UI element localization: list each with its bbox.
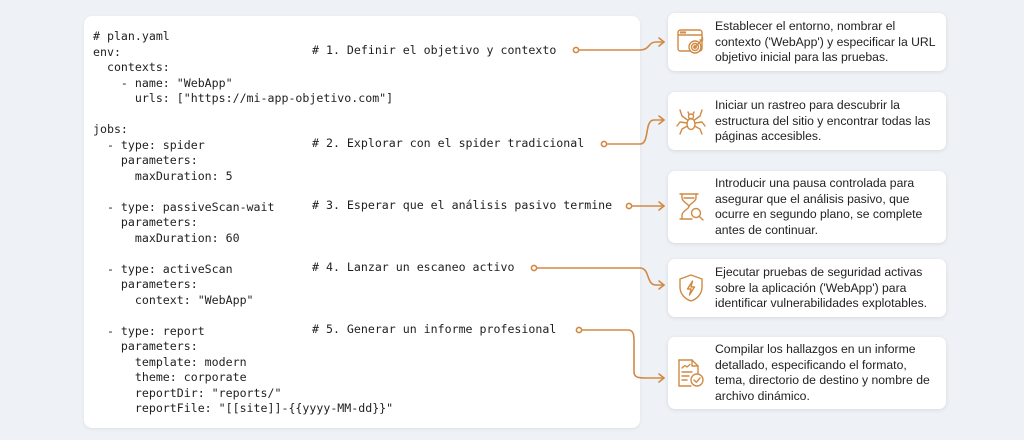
- code-line: parameters:: [93, 339, 198, 353]
- step-card-text: Introducir una pausa controlada para ase…: [715, 176, 923, 237]
- hourglass-search-icon: [679, 193, 704, 221]
- step-card-2: Iniciar un rastreo para descubrir la est…: [668, 92, 946, 150]
- step-comment-1: # 1. Definir el objetivo y contexto: [312, 43, 557, 57]
- code-line: parameters:: [93, 277, 198, 291]
- code-line: maxDuration: 60: [93, 230, 240, 245]
- report-check-icon: [678, 359, 704, 387]
- code-line: - type: spider: [93, 137, 205, 152]
- code-line: # plan.yaml: [93, 29, 170, 43]
- code-line: env:: [93, 44, 121, 59]
- code-line: theme: corporate: [93, 370, 247, 384]
- spider-icon: [676, 109, 706, 135]
- step-card-1: Establecer el entorno, nombrar el contex…: [668, 13, 946, 71]
- code-line: - type: activeScan: [93, 261, 233, 276]
- code-line: parameters:: [93, 215, 198, 229]
- code-line: - type: passiveScan-wait: [93, 199, 275, 214]
- code-line: context: "WebApp": [93, 292, 254, 307]
- code-line: parameters:: [93, 153, 198, 167]
- code-line: reportDir: "reports/": [93, 385, 282, 400]
- step-card-text: Establecer el entorno, nombrar el contex…: [715, 19, 936, 64]
- step-card-text: Ejecutar pruebas de seguridad activas so…: [715, 265, 928, 310]
- code-line: template: modern: [93, 354, 247, 369]
- code-line: contexts:: [93, 60, 170, 74]
- code-line: jobs:: [93, 122, 128, 136]
- step-comment-3: # 3. Esperar que el análisis pasivo term…: [312, 198, 613, 212]
- browser-target-icon: [677, 29, 704, 54]
- step-card-5: Compilar los hallazgos en un informe det…: [668, 337, 946, 409]
- code-line: [93, 107, 393, 123]
- step-card-text: Compilar los hallazgos en un informe det…: [715, 342, 930, 403]
- code-line: - name: "WebApp": [93, 75, 233, 90]
- step-card-text: Iniciar un rastreo para descubrir la est…: [715, 98, 931, 143]
- shield-bolt-icon: [679, 274, 703, 302]
- code-line: maxDuration: 5: [93, 168, 233, 183]
- code-line: urls: ["https://mi-app-objetivo.com"]: [93, 91, 394, 105]
- code-line: reportFile: "[[site]]-{{yyyy-MM-dd}}": [93, 401, 394, 415]
- step-comment-2: # 2. Explorar con el spider tradicional: [312, 136, 585, 150]
- step-card-3: Introducir una pausa controlada para ase…: [668, 171, 946, 243]
- code-line: - type: report: [93, 323, 205, 338]
- step-comment-4: # 4. Lanzar un escaneo activo: [312, 260, 515, 274]
- step-comment-5: # 5. Generar un informe profesional: [312, 322, 557, 336]
- step-card-4: Ejecutar pruebas de seguridad activas so…: [668, 259, 946, 317]
